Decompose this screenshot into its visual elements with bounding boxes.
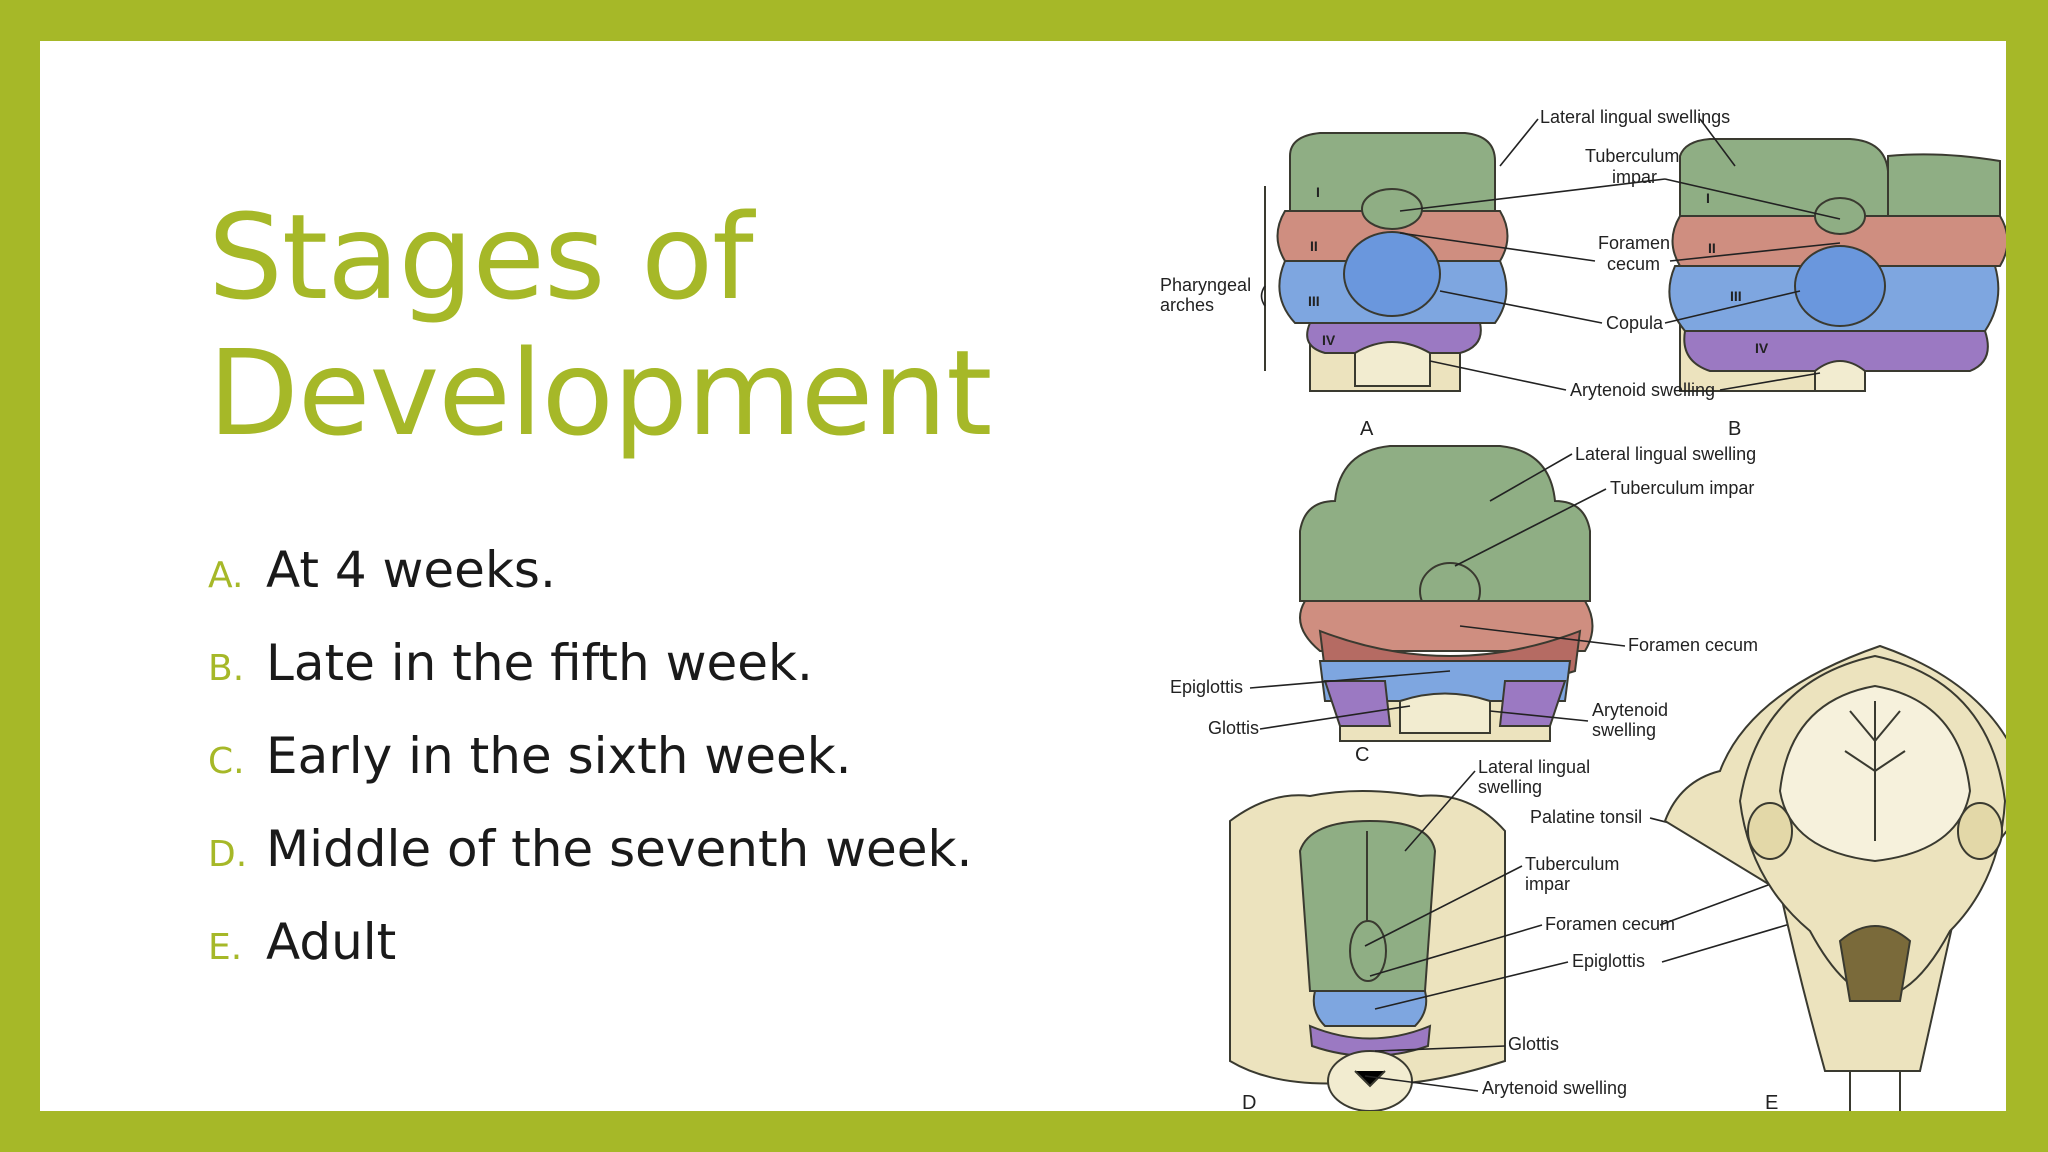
slide: Stages of Development A. At 4 weeks. B. … (40, 41, 2006, 1111)
panel-label-a: A (1360, 418, 1374, 440)
label-pharyngeal-2: arches (1160, 295, 1214, 315)
bullet-text: Middle of the seventh week. (266, 820, 973, 878)
label-foramen-cecum-c: Foramen cecum (1628, 635, 1758, 655)
label-foramen-2: cecum (1607, 254, 1660, 274)
label-epiglottis-c: Epiglottis (1170, 677, 1243, 697)
label-lateral-lingual-swellings: Lateral lingual swellings (1540, 107, 1730, 127)
bullet-marker: B. (208, 648, 245, 689)
tongue-development-diagram: I II III IV A I II III IV B L (1160, 107, 2006, 1111)
bullet-text: Early in the sixth week. (266, 727, 852, 785)
label-tuberculum-2-d: impar (1525, 874, 1570, 894)
label-foramen-1: Foramen (1598, 233, 1670, 253)
panel-label-e: E (1765, 1092, 1778, 1111)
arch-i-a: I (1316, 184, 1320, 200)
list-item: D. Middle of the seventh week. (208, 820, 972, 913)
panel-label-b: B (1728, 418, 1741, 440)
label-arytenoid-swelling-ab: Arytenoid swelling (1570, 380, 1715, 400)
leader-lines-c (1249, 453, 1626, 730)
label-foramen-cecum-d: Foramen cecum (1545, 914, 1675, 934)
slide-title: Stages of Development (208, 188, 992, 462)
panel-a-drawing (1264, 132, 1509, 392)
arch-iii-b: III (1730, 288, 1742, 304)
arch-iii-a: III (1308, 293, 1320, 309)
stage-list: A. At 4 weeks. B. Late in the fifth week… (208, 541, 972, 1006)
label-arytenoid-swelling-d: Arytenoid swelling (1482, 1078, 1627, 1098)
label-glottis-c: Glottis (1208, 718, 1259, 738)
arch-iv-b: IV (1755, 340, 1769, 356)
list-item: B. Late in the fifth week. (208, 634, 972, 727)
bullet-text: Adult (266, 913, 397, 971)
panel-b-drawing (1668, 138, 2006, 392)
list-item: A. At 4 weeks. (208, 541, 972, 634)
bullet-marker: D. (208, 834, 248, 875)
bullet-marker: E. (208, 927, 243, 968)
panel-label-d: D (1242, 1092, 1256, 1111)
leader-lines-ab (1260, 118, 1841, 391)
bullet-text: At 4 weeks. (266, 541, 556, 599)
label-lateral-lingual-1-d: Lateral lingual (1478, 757, 1590, 777)
title-line-2: Development (208, 324, 992, 462)
arch-iv-a: IV (1322, 332, 1336, 348)
label-arytenoid-2-c: swelling (1592, 720, 1656, 740)
panel-e-drawing (1663, 644, 2006, 1111)
label-lateral-lingual-2-d: swelling (1478, 777, 1542, 797)
label-lateral-lingual-swelling-c: Lateral lingual swelling (1575, 444, 1756, 464)
label-palatine-tonsil: Palatine tonsil (1530, 807, 1642, 827)
arch-i-b: I (1706, 190, 1710, 206)
list-item: E. Adult (208, 913, 972, 1006)
panel-d-drawing (1229, 790, 1506, 1111)
arch-ii-b: II (1708, 240, 1716, 256)
label-pharyngeal-1: Pharyngeal (1160, 275, 1251, 295)
list-item: C. Early in the sixth week. (208, 727, 972, 820)
tongue-development-figure: I II III IV A I II III IV B L (1160, 61, 2006, 1111)
panel-label-c: C (1355, 744, 1369, 766)
label-tuberculum-1-d: Tuberculum (1525, 854, 1619, 874)
bullet-marker: C. (208, 741, 245, 782)
label-tuberculum-impar-c: Tuberculum impar (1610, 478, 1754, 498)
arch-ii-a: II (1310, 238, 1318, 254)
bullet-text: Late in the fifth week. (266, 634, 813, 692)
label-copula: Copula (1606, 313, 1664, 333)
label-tuberculum-1: Tuberculum (1585, 146, 1679, 166)
label-glottis-d: Glottis (1508, 1034, 1559, 1054)
bullet-marker: A. (208, 555, 244, 596)
label-arytenoid-1-c: Arytenoid (1592, 700, 1668, 720)
title-line-1: Stages of (208, 188, 754, 326)
panel-c-drawing (1299, 445, 1594, 742)
label-epiglottis-d: Epiglottis (1572, 951, 1645, 971)
